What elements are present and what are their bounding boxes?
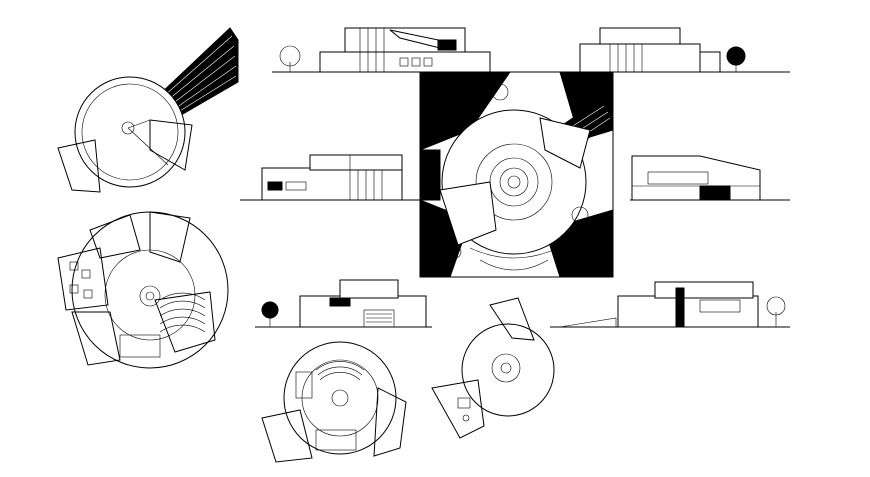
- elevation-top-1: [272, 27, 491, 73]
- elevation-mid-right: [630, 155, 790, 201]
- elevation-mid-left: [240, 154, 420, 201]
- plan-top-left: [57, 27, 239, 193]
- site-plan: [419, 71, 614, 278]
- section-bottom-left: [255, 279, 432, 328]
- plan-bottom-small: [431, 297, 555, 439]
- plan-bottom-center: [261, 341, 407, 463]
- plan-middle-left: [57, 211, 229, 369]
- elevation-top-2: [560, 27, 790, 73]
- section-bottom-right: [550, 281, 790, 328]
